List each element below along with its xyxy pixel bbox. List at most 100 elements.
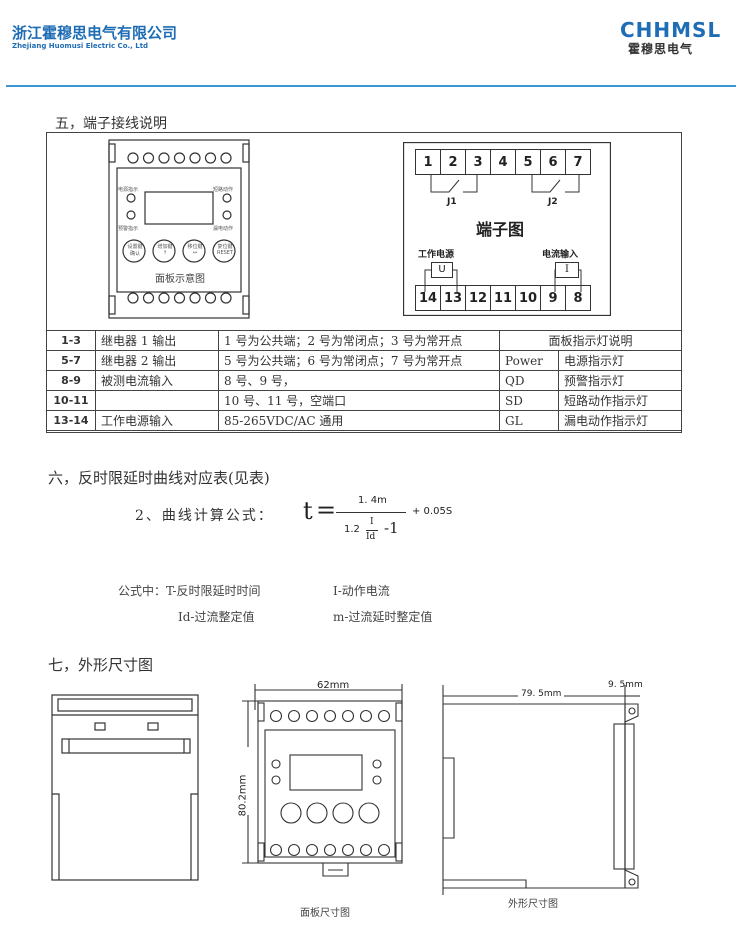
- button-shift[interactable]: 移位键↔: [185, 243, 205, 256]
- terminal-5: 5: [515, 149, 541, 175]
- button-set-label: 设置键: [127, 244, 143, 250]
- terminal-screw-icon: [204, 292, 217, 304]
- cell-desc: 5 号为公共端；6 号为常闭点；7 号为常开点: [218, 350, 500, 371]
- terminal-screw-icon: [127, 292, 139, 304]
- terminal-screw-icon: [287, 843, 301, 857]
- terminal-11: 11: [490, 285, 516, 311]
- cell-term: 5-7: [46, 350, 96, 371]
- terminal-screw-icon: [173, 292, 186, 304]
- cell-name: 工作电源输入: [95, 410, 219, 431]
- top-view-drawing: [51, 694, 199, 881]
- section5-title: 五，端子接线说明: [55, 116, 167, 132]
- terminal-screw-icon: [377, 709, 391, 723]
- terminal-screw-icon: [142, 292, 155, 304]
- button-shift-label: 移位键: [187, 244, 203, 250]
- terminal-screw-icon: [158, 292, 170, 304]
- button-increase-label: 增加键: [157, 244, 173, 250]
- terminal-2: 2: [440, 149, 466, 175]
- terminal-13: 13: [440, 285, 466, 311]
- led-label-leak: 漏电动作: [213, 226, 234, 232]
- panel-caption: 面板示意图: [155, 274, 205, 285]
- side-outline-drawing: [442, 685, 640, 895]
- section6-title: 六，反时限延时曲线对应表(见表): [48, 469, 270, 487]
- button-set[interactable]: 设置键确认: [125, 243, 145, 257]
- cell-desc: 85-265VDC/AC 通用: [218, 410, 500, 431]
- cell-desc: 10 号、11 号，空端口: [218, 390, 500, 411]
- relay-j1-label: J1: [447, 197, 457, 207]
- terminal-screw-icon: [142, 152, 155, 164]
- terminal-screw-icon: [204, 152, 217, 164]
- terminal-1: 1: [415, 149, 441, 175]
- cell-term: 8-9: [46, 370, 96, 391]
- arrow-left-right-icon: ↔: [192, 250, 198, 256]
- cell-name: 继电器 1 输出: [95, 330, 219, 351]
- button-increase[interactable]: 增加键↑: [155, 243, 175, 256]
- button-reset-label: 复位键: [217, 244, 233, 250]
- terminal-screw-icon: [220, 292, 232, 304]
- terminal-screw-icon: [323, 843, 337, 857]
- formula-numerator: 1. 4m: [358, 495, 387, 506]
- formula-constant: + 0.05S: [412, 506, 453, 517]
- arrow-up-icon: ↑: [162, 250, 168, 256]
- cell-led: SD: [499, 390, 559, 411]
- cell-led-desc: 漏电动作指示灯: [558, 410, 682, 431]
- terminal-screw-icon: [341, 843, 355, 857]
- formula-coefficient: 1.2: [344, 524, 360, 535]
- button-set-sub: 确认: [129, 251, 140, 257]
- formula-id: Id: [366, 532, 376, 542]
- cell-led: Power: [499, 350, 559, 371]
- terminal-screw-icon: [359, 843, 373, 857]
- terminal-screw-icon: [189, 152, 201, 164]
- formula-minus-one: -1: [384, 519, 399, 537]
- formula-label: 2、曲线计算公式：: [135, 508, 274, 524]
- led-label-power: 电源指示: [118, 187, 139, 193]
- terminal-screw-icon: [127, 152, 139, 164]
- legend-i: I-动作电流: [333, 584, 390, 598]
- legend-id: Id-过流整定值: [178, 610, 255, 624]
- height-dimension: 80.2mm: [237, 774, 249, 817]
- terminal-12: 12: [465, 285, 491, 311]
- legend-m: m-过流延时整定值: [333, 610, 433, 624]
- company-name-cn: 浙江霍穆思电气有限公司: [12, 24, 178, 42]
- cell-led-desc: 电源指示灯: [558, 350, 682, 371]
- terminal-screw-icon: [323, 709, 337, 723]
- formula-equals: =: [316, 496, 337, 524]
- cell-led: GL: [499, 410, 559, 431]
- terminal-screw-icon: [269, 709, 283, 723]
- formula-inner-bar: [366, 530, 378, 531]
- header-divider: [6, 85, 736, 87]
- cell-name: [95, 390, 219, 411]
- relay-j2-label: J2: [548, 197, 558, 207]
- terminal-4: 4: [490, 149, 516, 175]
- cell-led-desc: 预警指示灯: [558, 370, 682, 391]
- terminal-screw-icon: [287, 709, 301, 723]
- terminal-title: 端子图: [476, 220, 525, 239]
- terminal-7: 7: [565, 149, 591, 175]
- terminal-screw-icon: [359, 709, 373, 723]
- terminal-screw-icon: [173, 152, 186, 164]
- brand-logo: CHHMSL: [620, 18, 722, 42]
- cell-term: 13-14: [46, 410, 96, 431]
- cell-desc: 1 号为公共端；2 号为常闭点；3 号为常开点: [218, 330, 500, 351]
- terminal-6: 6: [540, 149, 566, 175]
- terminal-screw-icon: [158, 152, 170, 164]
- legend-t: 公式中：T-反时限延时时间: [118, 584, 261, 598]
- terminal-screw-icon: [305, 709, 319, 723]
- terminal-3: 3: [465, 149, 491, 175]
- button-reset-sub: RESET: [216, 250, 234, 256]
- rail-dimension: 9. 5mm: [608, 680, 643, 690]
- led-label-warning: 预警指示: [118, 226, 139, 232]
- terminal-screw-icon: [189, 292, 201, 304]
- terminal-14: 14: [415, 285, 441, 311]
- current-symbol: I: [555, 262, 579, 278]
- cell-led: QD: [499, 370, 559, 391]
- terminal-9: 9: [540, 285, 566, 311]
